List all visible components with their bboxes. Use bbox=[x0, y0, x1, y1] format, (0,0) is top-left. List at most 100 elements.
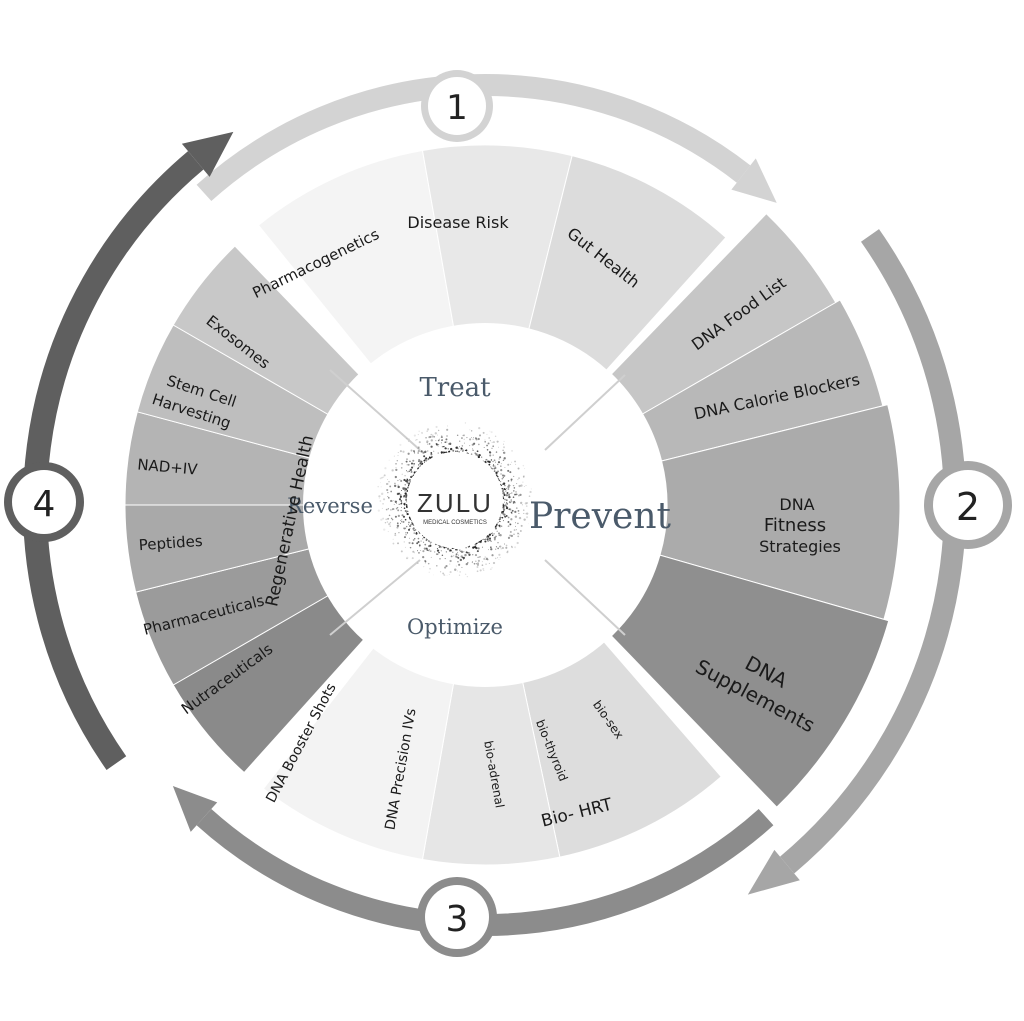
speckle-dot bbox=[462, 450, 464, 452]
speckle-dot bbox=[412, 550, 415, 553]
speckle-dot bbox=[485, 558, 487, 561]
speckle-dot bbox=[386, 521, 389, 523]
speckle-dot bbox=[457, 556, 460, 559]
speckle-dot bbox=[485, 557, 488, 560]
speckle-dot bbox=[499, 456, 502, 459]
speckle-dot bbox=[510, 480, 513, 482]
speckle-dot bbox=[433, 574, 434, 576]
speckle-dot bbox=[408, 521, 410, 524]
speckle-dot bbox=[501, 487, 503, 490]
speckle-dot bbox=[394, 515, 397, 518]
speckle-dot bbox=[523, 518, 526, 521]
speckle-dot bbox=[392, 538, 394, 540]
speckle-dot bbox=[491, 447, 493, 449]
speckle-dot bbox=[518, 533, 520, 534]
speckle-dot bbox=[405, 460, 408, 463]
speckle-dot bbox=[507, 550, 509, 552]
speckle-dot bbox=[525, 485, 527, 487]
speckle-dot bbox=[424, 560, 427, 563]
speckle-dot bbox=[505, 487, 507, 489]
speckle-dot bbox=[459, 549, 461, 551]
speckle-dot bbox=[391, 500, 393, 502]
speckle-dot bbox=[439, 571, 442, 573]
speckle-dot bbox=[406, 464, 408, 466]
speckle-dot bbox=[431, 435, 434, 438]
speckle-dot bbox=[396, 526, 399, 529]
speckle-dot bbox=[426, 430, 428, 432]
speckle-dot bbox=[494, 557, 497, 560]
speckle-dot bbox=[504, 503, 506, 505]
speckle-dot bbox=[410, 523, 412, 526]
speckle-dot bbox=[449, 563, 451, 565]
speckle-dot bbox=[396, 522, 399, 525]
speckle-dot bbox=[400, 550, 403, 553]
speckle-dot bbox=[403, 478, 406, 482]
speckle-dot bbox=[465, 449, 468, 452]
speckle-dot bbox=[478, 427, 481, 430]
speckle-dot bbox=[397, 514, 400, 517]
speckle-dot bbox=[439, 557, 441, 560]
speckle-dot bbox=[502, 520, 505, 522]
speckle-dot bbox=[390, 509, 392, 511]
speckle-dot bbox=[381, 476, 383, 479]
speckle-dot bbox=[489, 430, 491, 432]
speckle-dot bbox=[435, 440, 437, 442]
speckle-dot bbox=[505, 544, 508, 547]
speckle-dot bbox=[446, 448, 448, 450]
speckle-dot bbox=[436, 549, 440, 552]
speckle-dot bbox=[513, 501, 516, 504]
speckle-dot bbox=[415, 532, 418, 535]
speckle-dot bbox=[502, 459, 505, 461]
speckle-dot bbox=[423, 566, 425, 568]
speckle-dot bbox=[492, 561, 496, 565]
speckle-dot bbox=[414, 452, 416, 454]
speckle-dot bbox=[472, 448, 474, 450]
speckle-dot bbox=[408, 438, 410, 440]
speckle-dot bbox=[404, 496, 406, 498]
speckle-dot bbox=[477, 559, 480, 562]
speckle-dot bbox=[406, 513, 409, 516]
speckle-dot bbox=[492, 464, 495, 467]
speckle-dot bbox=[493, 470, 496, 472]
speckle-dot bbox=[486, 459, 488, 461]
speckle-dot bbox=[391, 518, 394, 521]
speckle-dot bbox=[410, 462, 414, 465]
speckle-dot bbox=[481, 561, 483, 563]
speckle-dot bbox=[397, 509, 400, 512]
speckle-dot bbox=[403, 503, 406, 506]
speckle-dot bbox=[420, 540, 422, 542]
label-dna-fitness-3: Strategies bbox=[759, 537, 841, 556]
speckle-dot bbox=[460, 550, 463, 553]
speckle-dot bbox=[405, 534, 407, 536]
speckle-dot bbox=[404, 488, 406, 490]
speckle-dot bbox=[413, 450, 415, 453]
speckle-dot bbox=[471, 561, 474, 564]
speckle-dot bbox=[389, 521, 392, 524]
arrow-right-head bbox=[747, 849, 800, 895]
speckle-dot bbox=[493, 536, 497, 539]
speckle-dot bbox=[388, 459, 390, 461]
speckle-dot bbox=[427, 562, 430, 565]
speckle-dot bbox=[517, 509, 520, 512]
speckle-dot bbox=[503, 446, 505, 449]
divider-line bbox=[329, 369, 421, 451]
speckle-dot bbox=[486, 444, 488, 447]
speckle-dot bbox=[445, 438, 448, 441]
speckle-dot bbox=[408, 483, 410, 485]
badge-number: 2 bbox=[956, 485, 980, 529]
speckle-dot bbox=[478, 454, 480, 456]
speckle-dot bbox=[427, 450, 429, 452]
speckle-dot bbox=[507, 508, 509, 510]
speckle-dot bbox=[488, 539, 492, 542]
speckle-dot bbox=[516, 483, 518, 485]
speckle-dot bbox=[503, 493, 506, 497]
speckle-dot bbox=[465, 547, 467, 549]
speckle-dot bbox=[501, 516, 504, 519]
speckle-dot bbox=[472, 438, 474, 440]
speckle-dot bbox=[427, 443, 429, 445]
speckle-dot bbox=[440, 451, 443, 454]
speckle-dot bbox=[458, 451, 460, 453]
speckle-dot bbox=[487, 535, 490, 538]
speckle-dot bbox=[436, 443, 439, 446]
speckle-dot bbox=[519, 493, 522, 497]
